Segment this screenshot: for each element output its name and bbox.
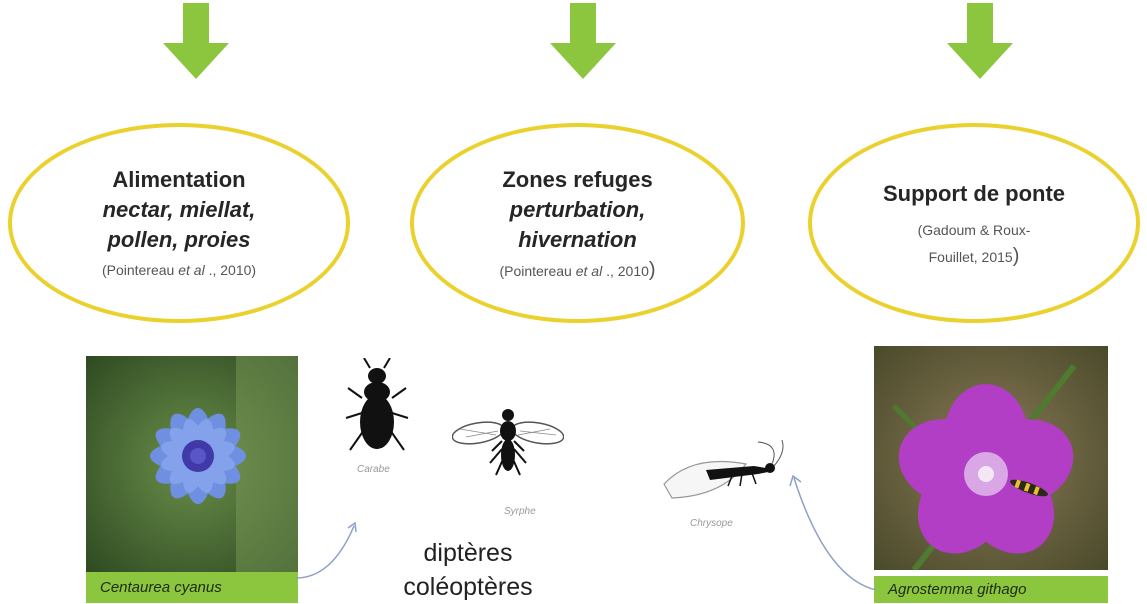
insect-label: Carabe [357,464,390,475]
box-title: Zones refuges [502,165,652,195]
chrysope-lacewing-icon [662,440,788,506]
insect-groups: diptères coléoptères [380,536,556,604]
citation: (Pointereau et al ., 2010) [102,259,256,281]
oval-support-ponte: Support de ponte (Gadoum & Roux- Fouille… [808,123,1140,323]
down-arrow-icon [161,3,231,83]
group-diptera: diptères [380,536,556,570]
photo-caption: Agrostemma githago [874,576,1108,603]
box-item: hivernation [518,225,637,255]
corncockle-photo [874,346,1108,570]
citation-line: Fouillet, 2015) [929,245,1020,268]
citation: (Pointereau et al ., 2010) [499,259,655,282]
box-item: pollen, proies [107,225,250,255]
citation-line: (Gadoum & Roux- [918,219,1031,241]
down-arrow-icon [548,3,618,83]
curved-arrow-icon [786,468,882,598]
insect-label: Syrphe [504,506,536,517]
box-item: nectar, miellat, [103,195,256,225]
box-item: perturbation, [510,195,646,225]
down-arrow-icon [945,3,1015,83]
box-title: Alimentation [112,165,245,195]
oval-alimentation: Alimentation nectar, miellat, pollen, pr… [8,123,350,323]
curved-arrow-icon [292,518,366,584]
group-coleoptera: coléoptères [380,570,556,604]
syrphe-fly-icon [452,405,564,485]
oval-zones-refuges: Zones refuges perturbation, hivernation … [410,123,745,323]
insect-label: Chrysope [690,518,733,529]
photo-caption: Centaurea cyanus [86,572,298,603]
box-title: Support de ponte [883,179,1065,209]
cornflower-photo [86,356,298,572]
carabe-beetle-icon [342,358,412,458]
